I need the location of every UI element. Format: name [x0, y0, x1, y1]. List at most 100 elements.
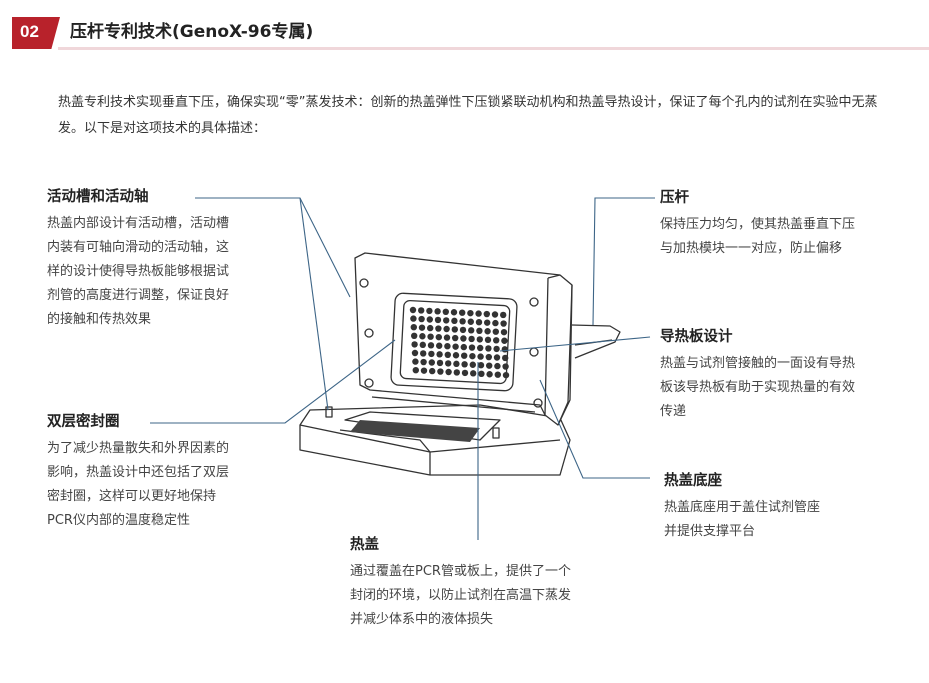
well-dot — [486, 371, 493, 378]
section-title: 压杆专利技术(GenoX-96专属) — [70, 22, 314, 42]
well-dot — [468, 344, 476, 351]
leader-seal — [150, 339, 396, 424]
well-dot — [450, 309, 458, 316]
well-dot — [492, 319, 499, 327]
well-dot — [493, 354, 501, 361]
well-dot — [429, 367, 436, 375]
well-dot — [453, 369, 460, 376]
well-dot — [428, 350, 435, 358]
well-dot — [443, 325, 450, 333]
well-dot — [426, 316, 433, 323]
well-dot — [427, 333, 434, 340]
well-dot — [477, 362, 485, 369]
leader-lever — [592, 197, 655, 326]
well-dot — [484, 328, 491, 335]
feature-lever: 压杆 保持压力均匀，使其热盖垂直下压与加热模块一一对应，防止偏移 — [660, 190, 856, 256]
well-dot — [434, 308, 441, 315]
feature-lid: 热盖 通过覆盖在PCR管或板上，提供了一个封闭的环境，以防止试剂在高温下蒸发并减… — [350, 537, 572, 627]
well-dot — [502, 371, 510, 379]
well-dot — [461, 352, 468, 359]
well-dot — [468, 335, 475, 343]
well-dot — [451, 326, 458, 333]
well-dot — [434, 316, 442, 324]
leader-base — [539, 379, 650, 479]
well-dot — [476, 336, 483, 343]
well-dot — [467, 309, 474, 317]
well-dot — [494, 371, 501, 378]
well-dot — [467, 318, 474, 325]
well-dot — [412, 358, 419, 365]
well-dot — [501, 346, 508, 353]
well-dot — [412, 367, 419, 374]
well-dot — [468, 327, 475, 334]
well-dot — [428, 359, 435, 366]
well-dot — [470, 370, 477, 377]
well-dot — [460, 343, 467, 351]
well-dot — [502, 363, 509, 370]
well-dot — [501, 337, 508, 344]
well-dot — [410, 315, 417, 322]
well-dot — [442, 308, 449, 315]
well-dot — [469, 352, 476, 360]
well-dot — [459, 309, 466, 316]
well-dot — [484, 336, 492, 344]
well-dot — [437, 368, 444, 375]
well-dot — [418, 307, 425, 314]
well-dot — [443, 334, 451, 341]
well-dot — [460, 335, 467, 342]
well-dot — [444, 351, 451, 358]
well-dot — [436, 359, 444, 367]
feature-slot: 活动槽和活动轴 热盖内部设计有活动槽，活动槽内装有可轴向滑动的活动轴，这样的设计… — [47, 189, 230, 327]
well-dot — [485, 345, 492, 352]
well-dot — [486, 362, 493, 369]
well-dot — [411, 332, 418, 339]
well-dot — [420, 367, 428, 374]
well-dot — [500, 320, 507, 327]
well-dot — [502, 354, 509, 362]
well-dot — [484, 319, 491, 326]
well-dot — [452, 334, 459, 342]
well-dot — [426, 307, 433, 315]
well-dot — [436, 342, 443, 349]
feature-seal: 双层密封圈 为了减少热量散失和外界因素的影响，热盖设计中还包括了双层密封圈，这样… — [47, 414, 230, 528]
well-dot — [478, 370, 485, 377]
well-dot — [451, 317, 458, 325]
well-dot — [419, 341, 426, 349]
well-dot — [411, 349, 419, 357]
section-number-badge: 02 — [12, 17, 60, 49]
well-dot — [485, 353, 492, 361]
well-dot — [494, 362, 501, 370]
well-dot — [493, 337, 500, 344]
well-dot — [461, 369, 469, 377]
leader-slot-b — [299, 197, 329, 411]
well-dot — [500, 311, 507, 319]
well-dot — [477, 344, 484, 352]
well-dot — [411, 341, 418, 348]
well-dot — [492, 328, 499, 335]
intro-paragraph: 热盖专利技术实现垂直下压，确保实现“零”蒸发技术：创新的热盖弹性下压锁紧联动机构… — [58, 95, 878, 136]
well-dot — [459, 318, 466, 325]
header-divider — [58, 47, 929, 50]
well-dot — [475, 310, 482, 317]
well-dot — [444, 343, 451, 350]
well-dot — [491, 311, 499, 318]
leader-lines — [150, 197, 655, 540]
well-dot — [436, 351, 443, 358]
well-dot — [420, 350, 427, 357]
well-dot — [409, 306, 417, 314]
well-dot — [469, 361, 476, 368]
well-dot — [461, 361, 468, 368]
well-dot — [459, 326, 467, 334]
leader-plate — [499, 336, 651, 352]
well-dot — [445, 368, 452, 376]
well-dot — [427, 324, 434, 332]
well-dot — [410, 324, 417, 331]
well-dot — [452, 352, 460, 359]
well-dot — [476, 327, 483, 334]
well-dot — [493, 345, 500, 353]
well-dot — [435, 325, 442, 332]
feature-base: 热盖底座 热盖底座用于盖住试剂管座并提供支撑平台 — [664, 473, 821, 539]
well-dot — [453, 360, 460, 368]
feature-plate: 导热板设计 热盖与试剂管接触的一面设有导热板该导热板有助于实现热量的有效传递 — [660, 329, 856, 419]
well-dot — [418, 324, 426, 331]
